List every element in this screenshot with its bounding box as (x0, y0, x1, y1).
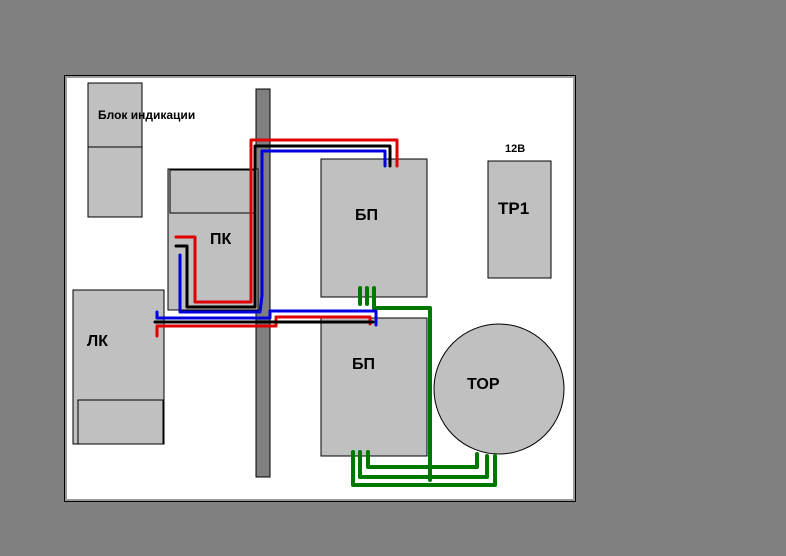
tor-label: ТОР (467, 376, 500, 393)
tr1-label: ТР1 (498, 199, 529, 218)
green-wire-6 (366, 450, 479, 469)
green-wire-3 (372, 286, 432, 482)
tor-transformer (433, 323, 565, 455)
indication-block-top (87, 82, 143, 148)
bp-top-block (320, 158, 428, 298)
indication-block-label: Блок индикации (98, 108, 195, 122)
lk-label: ЛК (87, 333, 108, 350)
blue-wire (155, 149, 387, 327)
pk-block-top-section (169, 169, 257, 214)
green-wire-5 (358, 450, 489, 479)
bp-top-label: БП (355, 207, 378, 224)
black-wire (153, 144, 392, 324)
lk-block-bottom-section (77, 399, 164, 445)
indication-block-bottom (87, 146, 143, 218)
bp-bottom-block (320, 317, 428, 457)
bp-bottom-label: БП (352, 356, 375, 373)
green-wires (351, 286, 497, 487)
tr1-block (487, 160, 552, 279)
tr1-voltage-label: 12В (505, 143, 525, 155)
pk-label: ПК (210, 231, 232, 248)
green-wire-4 (351, 450, 497, 487)
